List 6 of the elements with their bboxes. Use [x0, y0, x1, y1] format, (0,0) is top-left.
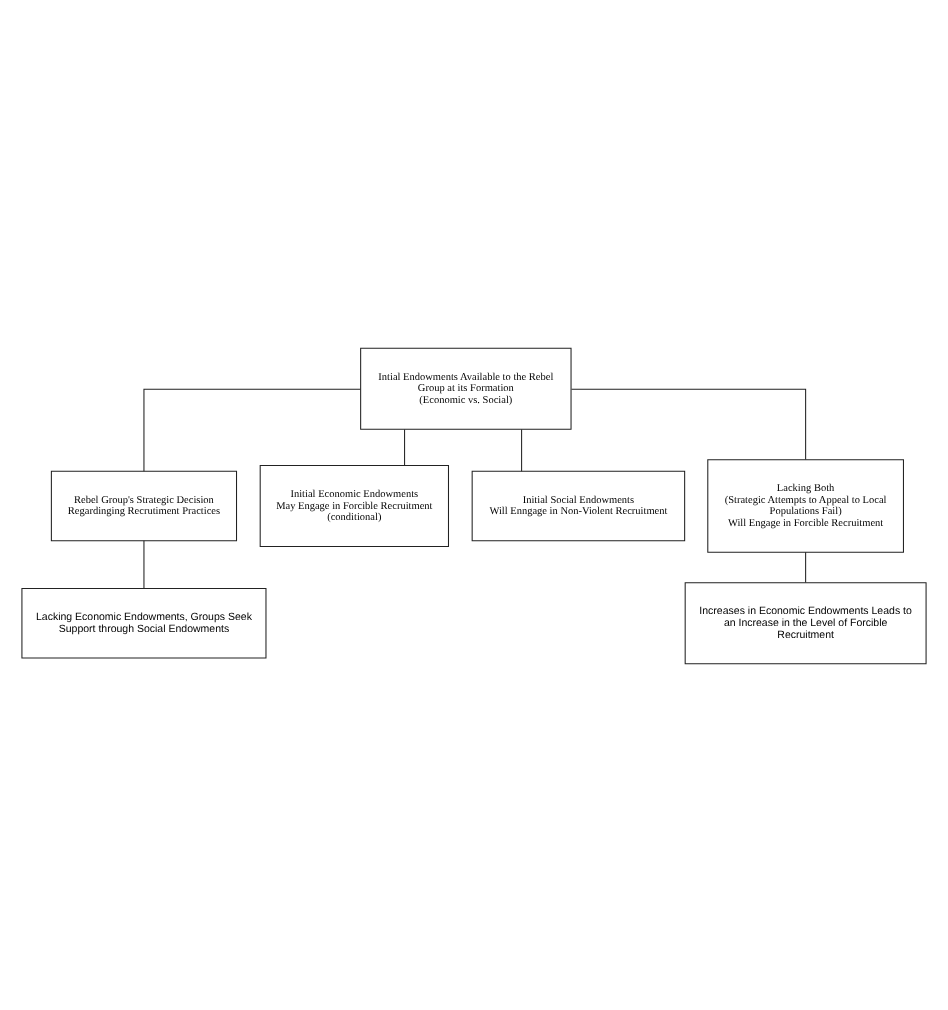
connector	[805, 550, 807, 583]
connector	[143, 387, 361, 471]
connector	[404, 427, 406, 465]
connector	[521, 427, 523, 471]
connector	[143, 539, 145, 588]
connector	[570, 387, 807, 460]
